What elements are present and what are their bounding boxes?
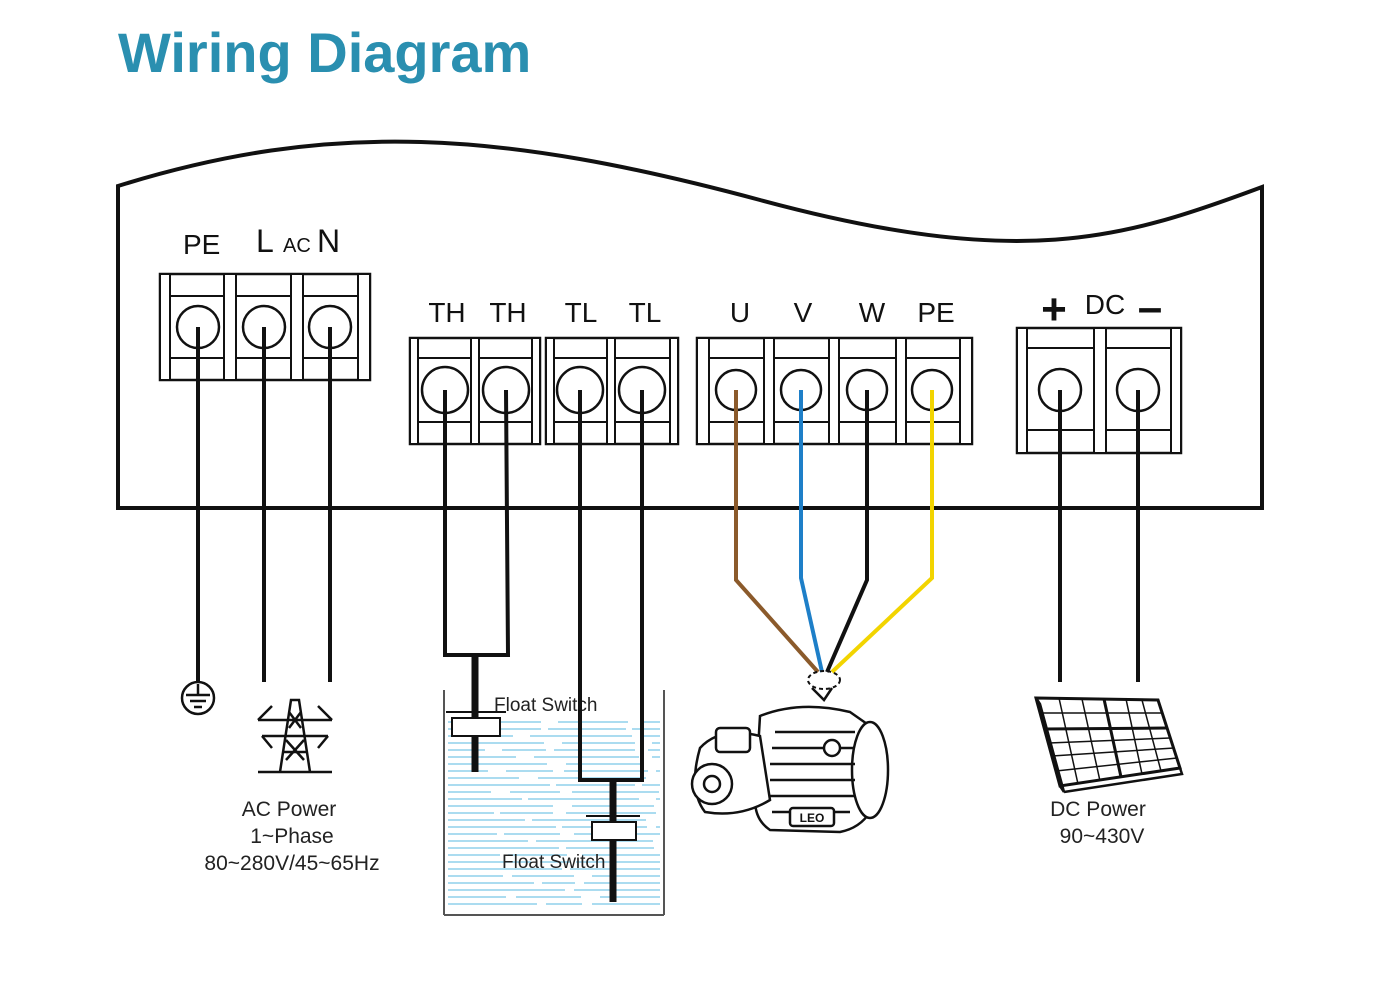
w-label: W — [859, 297, 886, 328]
v-wire-blue — [799, 390, 824, 673]
dc-voltage-label: 90~430V — [1060, 825, 1145, 848]
u-wire-brown — [734, 390, 820, 674]
ground-icon — [180, 680, 216, 716]
motor-terminal-block: U V W PE — [695, 297, 974, 446]
u-label: U — [730, 297, 750, 328]
dc-plus-label: + — [1041, 285, 1067, 334]
ac-l-label: L — [256, 223, 274, 259]
page-title: Wiring Diagram — [118, 21, 531, 84]
ac-pe-label: PE — [183, 229, 220, 260]
float-switch-bottom-label: Float Switch — [502, 852, 605, 873]
ac-power-label: AC Power — [242, 798, 337, 821]
pump-icon — [690, 687, 890, 834]
float-switch-top-label: Float Switch — [494, 695, 597, 716]
ac-label: AC — [283, 235, 311, 257]
pump-brand: LEO — [800, 811, 825, 825]
tl-float-switch-wiring — [578, 390, 644, 902]
pe-wire-yellow — [830, 390, 934, 674]
float-terminal-block: TH TH TL TL — [408, 297, 680, 446]
controller-housing — [116, 139, 1264, 510]
solar-panel-icon — [1034, 696, 1184, 794]
th2-label: TH — [489, 297, 526, 328]
ac-phase-label: 1~Phase — [250, 825, 334, 848]
ac-terminal-block: PE L AC N — [158, 223, 372, 382]
cable-gland-marker — [807, 670, 841, 690]
dc-terminal-block: + DC – — [1015, 283, 1183, 455]
dc-minus-label: – — [1138, 283, 1162, 332]
th1-label: TH — [428, 297, 465, 328]
w-wire-black — [825, 390, 869, 673]
ac-n-label: N — [317, 223, 340, 259]
ac-voltage-label: 80~280V/45~65Hz — [204, 852, 379, 875]
tl1-label: TL — [565, 297, 598, 328]
dc-power-label: DC Power — [1050, 798, 1146, 821]
motor-pe-label: PE — [917, 297, 954, 328]
tl2-label: TL — [629, 297, 662, 328]
dc-label: DC — [1085, 289, 1125, 320]
transmission-tower-icon — [257, 698, 333, 774]
v-label: V — [794, 297, 813, 328]
th-float-switch-wiring — [443, 389, 511, 772]
